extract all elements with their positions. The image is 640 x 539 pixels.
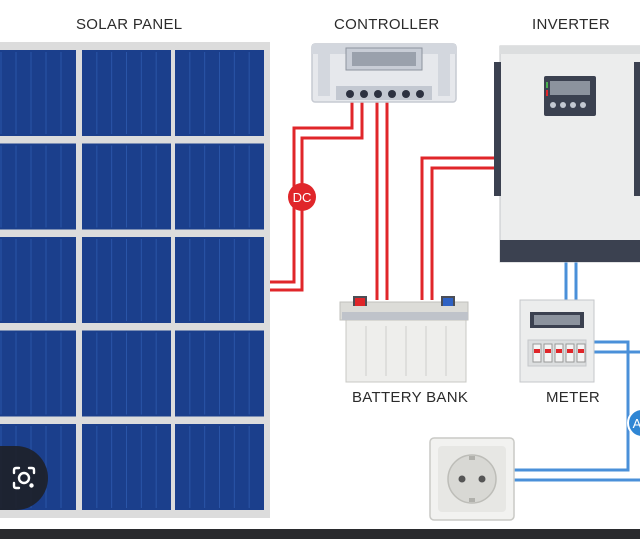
inverter (494, 45, 640, 263)
battery-terminal-positive (355, 298, 365, 306)
solar-cell (0, 237, 76, 323)
meter-label: METER (546, 389, 600, 406)
battery-terminal-negative (443, 298, 453, 306)
solar-panel (0, 42, 270, 518)
controller-terminals (346, 90, 424, 98)
meter-breakers (532, 343, 586, 363)
solar-panel-label: SOLAR PANEL (76, 16, 183, 33)
controller-display (352, 52, 416, 66)
dc-wire-panel-controller-a (270, 102, 354, 284)
camera-search-icon (12, 466, 36, 490)
dc-wire-battery-inverter-b (430, 166, 498, 300)
dc-wire-battery-inverter-a (420, 156, 498, 300)
ac-wires (512, 262, 640, 482)
meter-display (534, 315, 580, 325)
dc-wires (270, 102, 498, 300)
inverter-display (550, 81, 590, 95)
dc-badge: DC (288, 183, 316, 211)
ac-badge-text: A (633, 416, 640, 431)
battery-bank-label: BATTERY BANK (352, 389, 469, 406)
solar-panel-cells (0, 50, 264, 510)
solar-cell (0, 50, 76, 136)
ac-badge: A (627, 408, 640, 438)
dc-badge-text: DC (293, 190, 312, 205)
bottom-edge-bar (0, 529, 640, 539)
ac-wire-meter-socket-a (512, 340, 630, 472)
charge-controller (311, 43, 457, 103)
solar-cell (0, 330, 76, 417)
battery-bank (339, 296, 469, 383)
inverter-label: INVERTER (532, 16, 610, 33)
controller-label: CONTROLLER (334, 16, 440, 33)
dc-wire-panel-controller-b (270, 102, 364, 292)
solar-cell (0, 143, 76, 230)
wall-socket (429, 437, 515, 521)
meter (519, 299, 595, 383)
